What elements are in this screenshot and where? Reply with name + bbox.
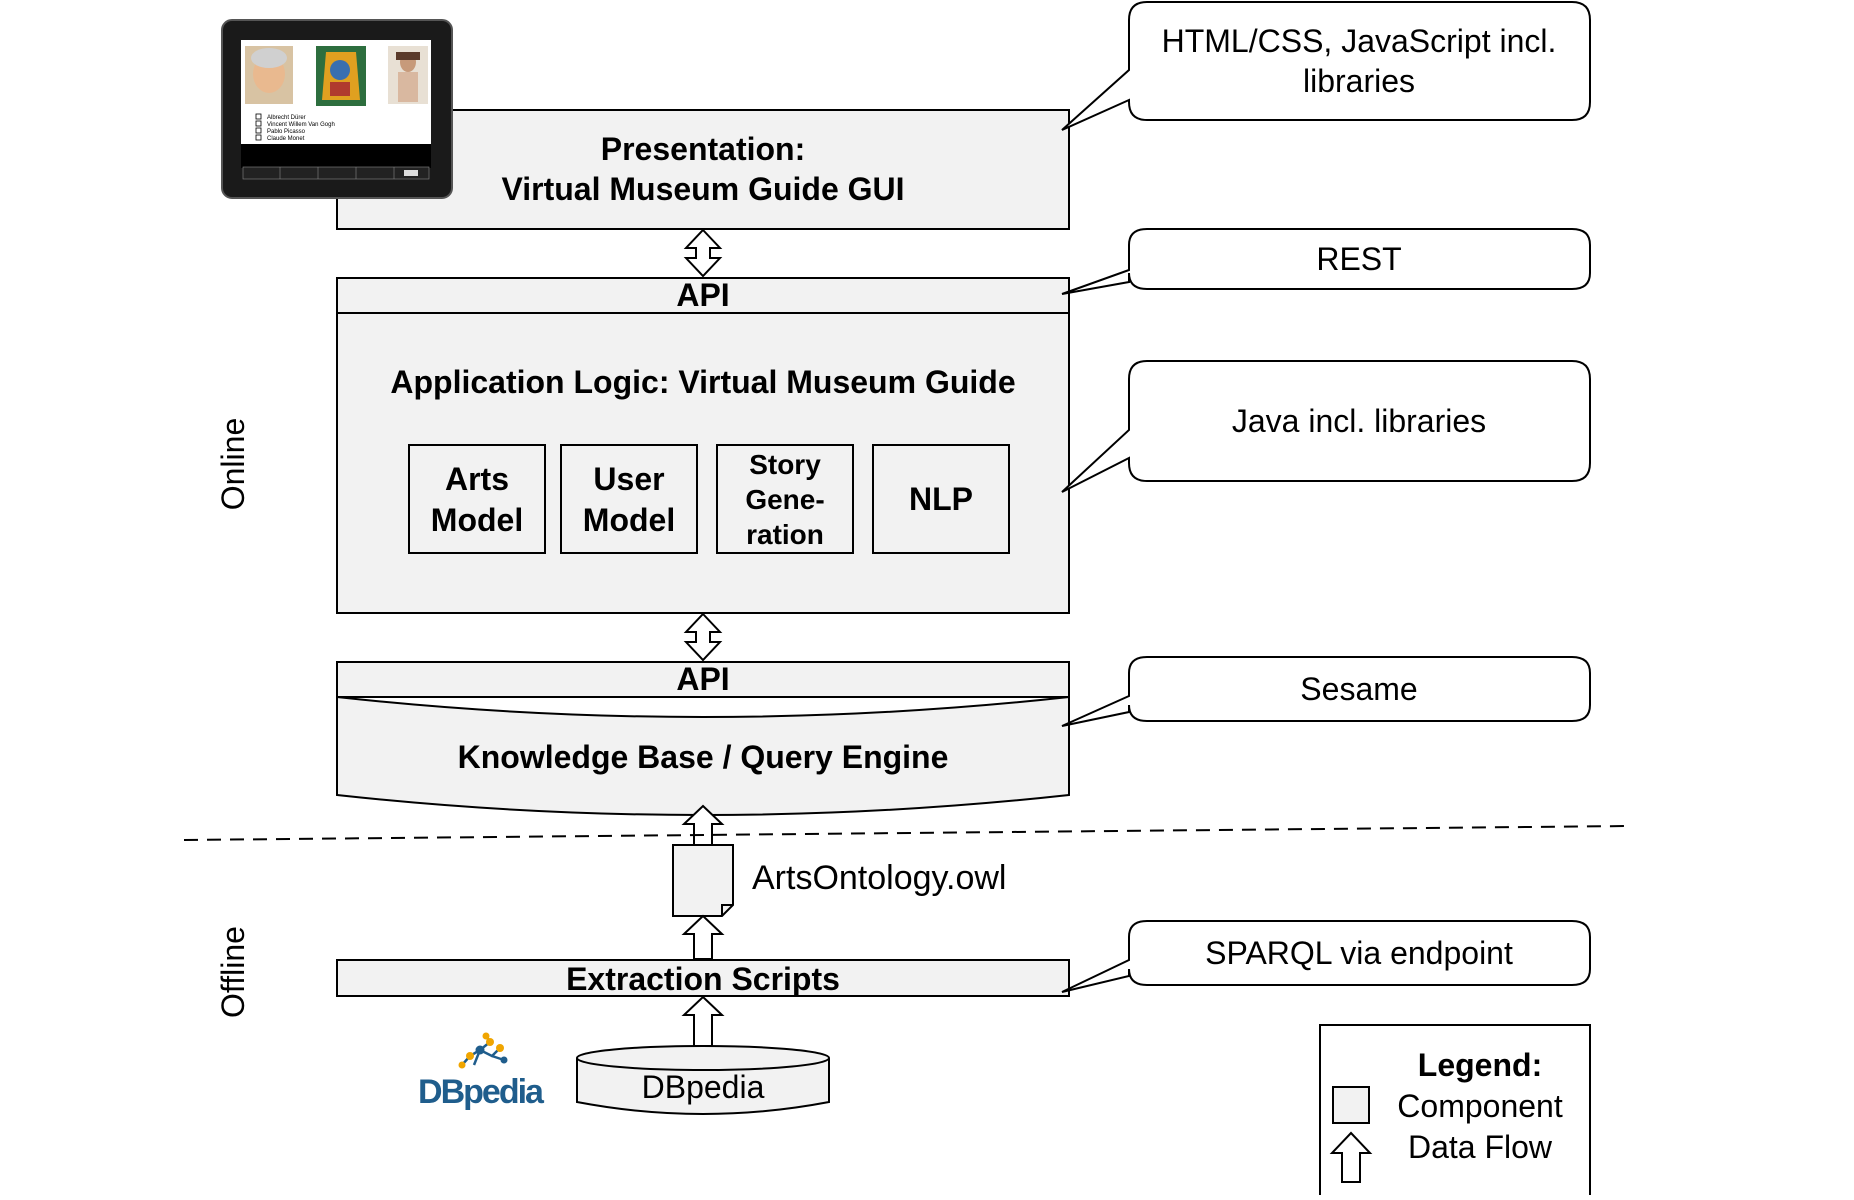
legend-component-label: Component bbox=[1397, 1088, 1563, 1124]
user-model-label: Model bbox=[583, 502, 675, 538]
callout-html-text: libraries bbox=[1303, 63, 1415, 99]
story-generation-label: Gene- bbox=[745, 484, 824, 515]
callout-rest-text: REST bbox=[1316, 241, 1401, 277]
callout-sesame-text: Sesame bbox=[1300, 671, 1417, 707]
nlp-box bbox=[872, 444, 1010, 554]
online-label: Online bbox=[215, 418, 251, 511]
callout-java bbox=[1061, 360, 1591, 493]
legend-arrow-icon bbox=[1329, 1131, 1373, 1183]
tablet-list-item: Albrecht Dürer bbox=[267, 115, 306, 121]
arts-model-label: Arts bbox=[445, 461, 509, 497]
dbpedia-cylinder bbox=[576, 1058, 830, 1115]
legend-title: Legend: bbox=[1418, 1047, 1542, 1083]
callout-sparql bbox=[1061, 920, 1591, 993]
api-bottom-bar bbox=[336, 661, 1070, 698]
nlp-label: NLP bbox=[909, 481, 973, 517]
double-arrow-icon bbox=[683, 228, 723, 278]
knowledge-base-cylinder bbox=[336, 695, 1070, 816]
api-bottom-label: API bbox=[676, 661, 729, 697]
legend-dataflow-label: Data Flow bbox=[1408, 1129, 1553, 1165]
callout-html-text: HTML/CSS, JavaScript incl. bbox=[1162, 23, 1557, 59]
callout-rest bbox=[1061, 228, 1591, 295]
tablet-list-item: Pablo Picasso bbox=[267, 129, 306, 135]
callout-html bbox=[1061, 1, 1591, 131]
file-icon bbox=[672, 844, 734, 917]
up-arrow-icon bbox=[681, 995, 725, 1047]
offline-label: Offline bbox=[215, 926, 251, 1018]
arts-model-label: Model bbox=[431, 502, 523, 538]
portrait-image bbox=[245, 46, 293, 104]
knowledge-base-label: Knowledge Base / Query Engine bbox=[458, 739, 949, 775]
presentation-box bbox=[336, 109, 1070, 230]
story-generation-label: Story bbox=[749, 449, 821, 480]
application-logic-title: Application Logic: Virtual Museum Guide bbox=[390, 364, 1015, 400]
api-top-label: API bbox=[676, 277, 729, 313]
ontology-file-label: ArtsOntology.owl bbox=[752, 859, 1006, 897]
presentation-title: Presentation: bbox=[601, 131, 805, 167]
up-arrow-icon bbox=[681, 914, 725, 960]
user-model-box bbox=[560, 444, 698, 554]
tablet-screenshot: Albrecht Dürer Vincent Willem Van Gogh P… bbox=[221, 19, 453, 199]
tablet-list-item: Claude Monet bbox=[267, 136, 305, 142]
portrait-image bbox=[316, 46, 366, 106]
dbpedia-label: DBpedia bbox=[642, 1069, 765, 1105]
tablet-list: Albrecht Dürer Vincent Willem Van Gogh P… bbox=[255, 113, 335, 142]
dbpedia-logo-text: DBpedia bbox=[418, 1073, 545, 1111]
user-model-label: User bbox=[593, 461, 664, 497]
story-generation-label: ration bbox=[746, 519, 824, 550]
legend-component-swatch bbox=[1332, 1086, 1370, 1124]
callout-java-text: Java incl. libraries bbox=[1232, 403, 1486, 439]
api-top-bar bbox=[336, 277, 1070, 314]
arts-model-box bbox=[408, 444, 546, 554]
dbpedia-logo: DBpedia bbox=[418, 1032, 547, 1111]
story-generation-box bbox=[716, 444, 854, 554]
online-offline-separator bbox=[183, 825, 1631, 841]
callout-sparql-text: SPARQL via endpoint bbox=[1205, 935, 1513, 971]
portrait-image bbox=[388, 46, 428, 104]
extraction-scripts-label: Extraction Scripts bbox=[566, 961, 840, 997]
callout-sesame bbox=[1061, 656, 1591, 727]
double-arrow-icon bbox=[683, 612, 723, 662]
presentation-subtitle: Virtual Museum Guide GUI bbox=[501, 171, 904, 207]
tablet-list-item: Vincent Willem Van Gogh bbox=[267, 122, 335, 128]
